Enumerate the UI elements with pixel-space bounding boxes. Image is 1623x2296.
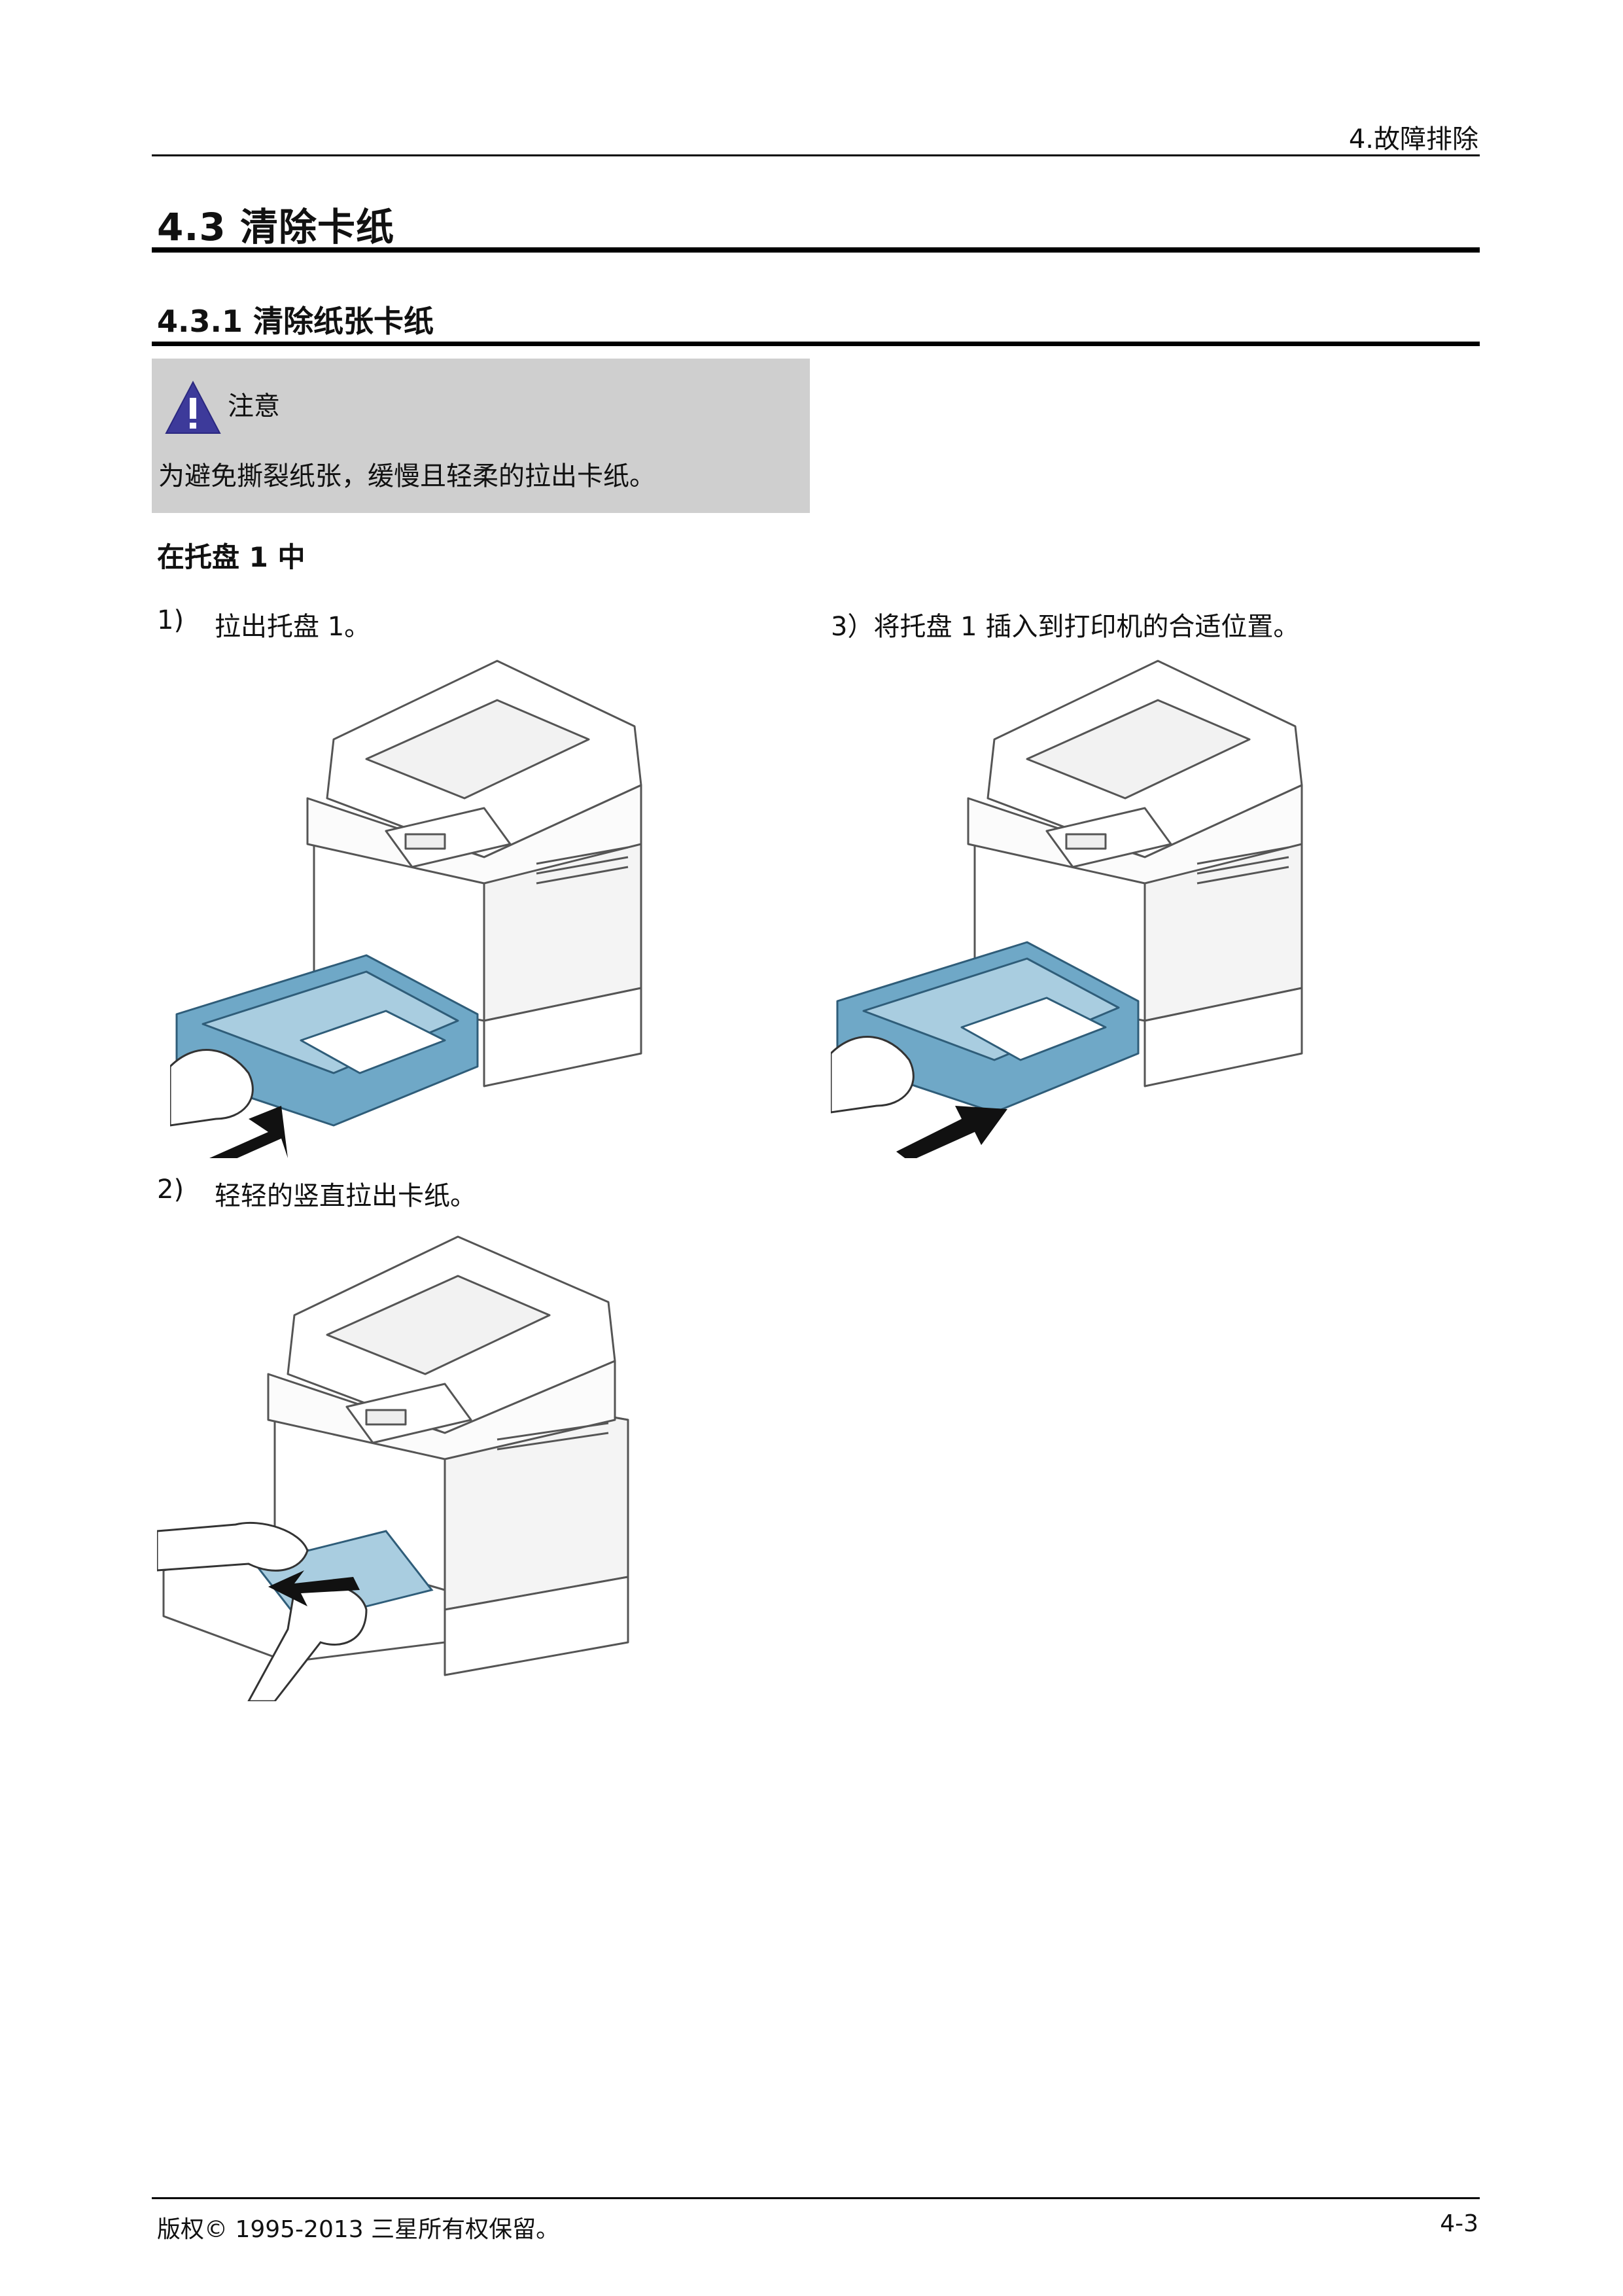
warning-icon <box>165 380 221 434</box>
chapter-label: 4.故障排除 <box>1348 124 1478 154</box>
note-box <box>152 359 810 513</box>
figure-pull-jammed-paper <box>157 1235 629 1701</box>
note-body: 为避免撕裂纸张，缓慢且轻柔的拉出卡纸。 <box>158 461 655 491</box>
note-title: 注意 <box>228 391 280 421</box>
copyright-text: 版权© 1995-2013 三星所有权保留。 <box>157 2216 560 2243</box>
tray-heading: 在托盘 1 中 <box>157 541 305 573</box>
step-2-number: 2) <box>157 1174 184 1205</box>
step-1-number: 1) <box>157 605 184 635</box>
step-3-text: 3）将托盘 1 插入到打印机的合适位置。 <box>831 612 1300 642</box>
header-rule <box>152 154 1480 156</box>
footer-rule <box>152 2197 1480 2199</box>
figure-pull-out-tray <box>170 660 642 1158</box>
step-1-text: 拉出托盘 1。 <box>215 612 371 642</box>
subsection-title: 4.3.1 清除纸张卡纸 <box>157 304 434 339</box>
subsection-rule <box>152 342 1480 346</box>
step-2-text: 轻轻的竖直拉出卡纸。 <box>215 1181 476 1211</box>
page-number: 4-3 <box>1440 2210 1478 2237</box>
section-title: 4.3 清除卡纸 <box>157 205 394 249</box>
section-rule <box>152 247 1480 253</box>
figure-insert-tray <box>831 660 1303 1158</box>
